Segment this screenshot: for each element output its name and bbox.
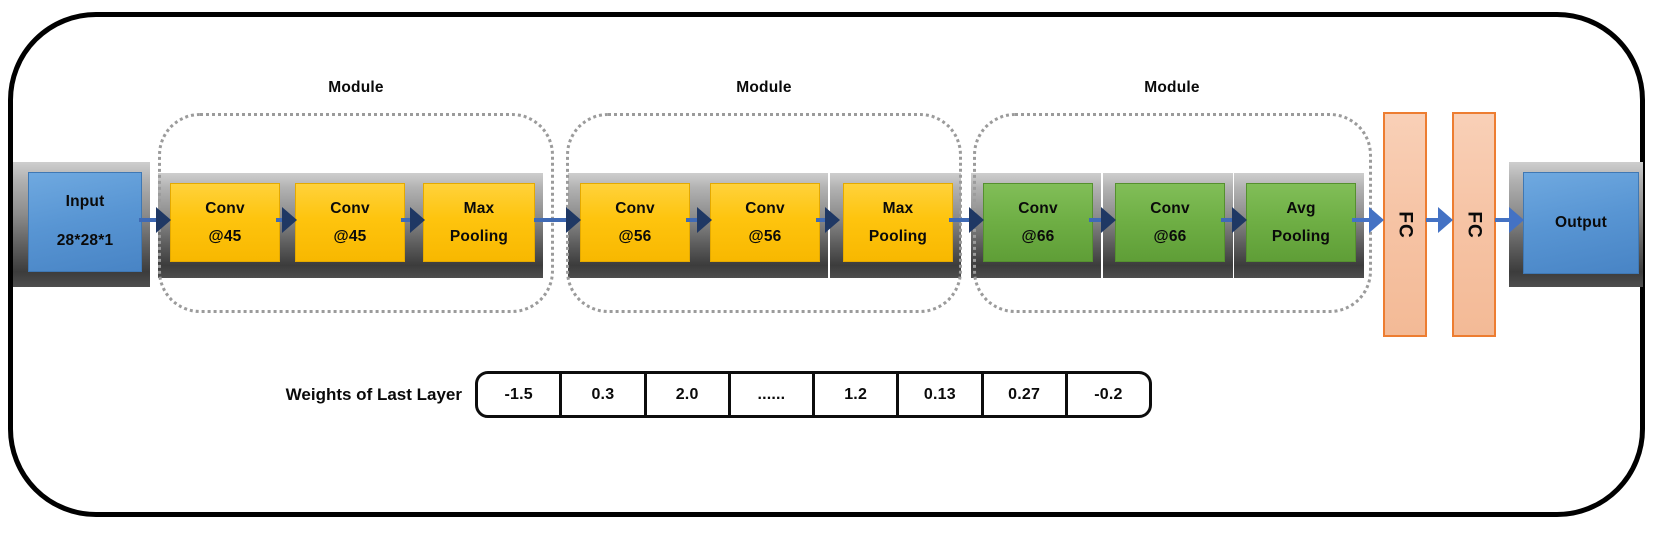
pool-1-label-line1: Max <box>463 200 495 218</box>
module-2-boundary <box>566 113 962 313</box>
conv-1-2-label: Conv <box>330 200 370 218</box>
conv-1-1-node: Conv @45 <box>170 183 280 262</box>
max-pooling-1-node: Max Pooling <box>423 183 535 262</box>
conv-3-2-channels: @66 <box>1153 227 1187 245</box>
conv-2-1-node: Conv @56 <box>580 183 690 262</box>
conv-3-1-channels: @66 <box>1021 227 1055 245</box>
flow-arrow-icon <box>1089 202 1116 238</box>
weight-cell: ...... <box>727 374 812 415</box>
conv-2-1-label: Conv <box>615 200 655 218</box>
flow-arrow-icon <box>686 202 712 238</box>
weight-cell: -1.5 <box>504 385 533 403</box>
avg-pooling-node: Avg Pooling <box>1246 183 1356 262</box>
pool-3-label-line2: Pooling <box>1271 227 1331 245</box>
conv-1-1-channels: @45 <box>208 227 242 245</box>
input-node: Input 28*28*1 <box>28 172 142 272</box>
fc-1-label: FC <box>1394 210 1416 239</box>
conv-2-2-node: Conv @56 <box>710 183 820 262</box>
flow-arrow-icon <box>1352 202 1384 238</box>
module-1-boundary <box>158 113 554 313</box>
output-label: Output <box>1555 214 1607 232</box>
conv-3-2-label: Conv <box>1150 200 1190 218</box>
conv-3-1-node: Conv @66 <box>983 183 1093 262</box>
conv-2-2-channels: @56 <box>748 227 782 245</box>
pool-1-label-line2: Pooling <box>449 227 509 245</box>
conv-1-2-channels: @45 <box>333 227 367 245</box>
input-shape-label: 28*28*1 <box>56 232 114 250</box>
pool-2-label-line2: Pooling <box>868 227 928 245</box>
module-3-boundary <box>973 113 1372 313</box>
module-2-label: Module <box>736 79 792 96</box>
flow-arrow-icon <box>1426 202 1453 238</box>
max-pooling-2-node: Max Pooling <box>843 183 953 262</box>
weights-label: Weights of Last Layer <box>285 384 462 404</box>
flow-arrow-icon <box>534 202 581 238</box>
input-label: Input <box>65 193 105 211</box>
flow-arrow-icon <box>401 202 425 238</box>
fc-layer-1: FC <box>1383 112 1427 337</box>
fc-layer-2: FC <box>1452 112 1496 337</box>
weight-cell: 1.2 <box>812 374 896 415</box>
weight-cell: 0.13 <box>896 374 980 415</box>
conv-1-2-node: Conv @45 <box>295 183 405 262</box>
conv-2-1-channels: @56 <box>618 227 652 245</box>
conv-3-1-label: Conv <box>1018 200 1058 218</box>
weight-cell: 2.0 <box>643 374 728 415</box>
flow-arrow-icon <box>816 202 840 238</box>
flow-arrow-icon <box>1495 202 1524 238</box>
conv-1-1-label: Conv <box>205 200 245 218</box>
fc-2-label: FC <box>1463 210 1485 239</box>
pool-2-label-line1: Max <box>882 200 914 218</box>
conv-3-2-node: Conv @66 <box>1115 183 1225 262</box>
weight-cell: 0.27 <box>980 374 1065 415</box>
flow-arrow-icon <box>1221 202 1247 238</box>
flow-arrow-icon <box>949 202 984 238</box>
conv-2-2-label: Conv <box>745 200 785 218</box>
module-3-label: Module <box>1144 79 1200 96</box>
module-1-label: Module <box>328 79 384 96</box>
pool-3-label-line1: Avg <box>1286 200 1316 218</box>
flow-arrow-icon <box>276 202 297 238</box>
flow-arrow-icon <box>139 202 171 238</box>
weight-cell: -0.2 <box>1064 374 1149 415</box>
output-node: Output <box>1523 172 1639 274</box>
weights-table: -1.5 0.3 2.0 ...... 1.2 0.13 0.27 -0.2 <box>475 371 1152 418</box>
weight-cell: 0.3 <box>559 374 643 415</box>
